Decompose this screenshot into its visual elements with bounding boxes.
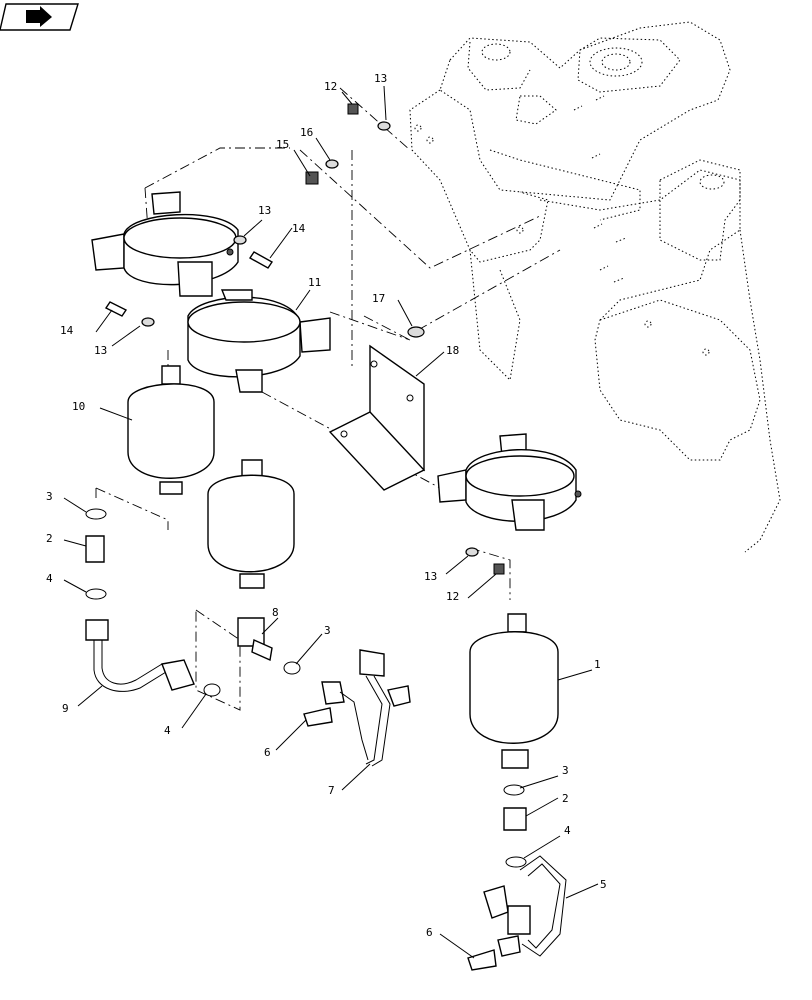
callout-4-left: 4 [46,572,53,585]
frame-outline [409,21,781,553]
callout-1: 1 [594,658,601,671]
callout-12-right: 12 [446,590,459,603]
callout-2-left: 2 [46,532,53,545]
callout-6-mid: 6 [264,746,271,759]
callout-13-left: 13 [94,344,107,357]
callout-12-top: 12 [324,80,337,93]
callout-7: 7 [328,784,335,797]
callout-6-right: 6 [426,926,433,939]
accumulator-center [207,459,295,589]
callout-14-left: 14 [60,324,74,337]
clamp-lower-left [187,289,331,393]
leader-lines [63,85,599,959]
callout-3-right: 3 [562,764,569,777]
accumulator-upper [127,365,215,495]
callout-labels: 12 13 15 16 13 14 11 14 13 17 18 10 3 2 … [46,72,607,939]
callout-2-right: 2 [562,792,569,805]
clamp-upper-left [91,191,239,297]
callout-9: 9 [62,702,69,715]
callout-4-right: 4 [564,824,571,837]
tube-5 [467,855,567,971]
tube-7 [303,649,411,767]
callout-16: 16 [300,126,313,139]
callout-8: 8 [272,606,279,619]
fittings-right [503,784,527,868]
tube-9 [85,619,221,697]
callout-5: 5 [600,878,607,891]
callout-10: 10 [72,400,85,413]
book-arrow-icon[interactable] [0,3,79,31]
callout-3-mid: 3 [324,624,331,637]
callout-3-left: 3 [46,490,53,503]
callout-11: 11 [308,276,321,289]
callout-14-clamp: 14 [292,222,306,235]
tee-fitting [237,617,301,675]
callout-4-mid: 4 [164,724,171,737]
hardware-bits [104,103,505,575]
accumulator-right [469,613,559,769]
callout-18: 18 [446,344,459,357]
callout-13-clamp: 13 [258,204,271,217]
bracket [328,344,426,491]
callout-17: 17 [372,292,385,305]
fittings-left [85,508,107,600]
callout-15: 15 [276,138,289,151]
callout-13-top: 13 [374,72,387,85]
clamp-right [437,433,582,531]
callout-13-right: 13 [424,570,437,583]
